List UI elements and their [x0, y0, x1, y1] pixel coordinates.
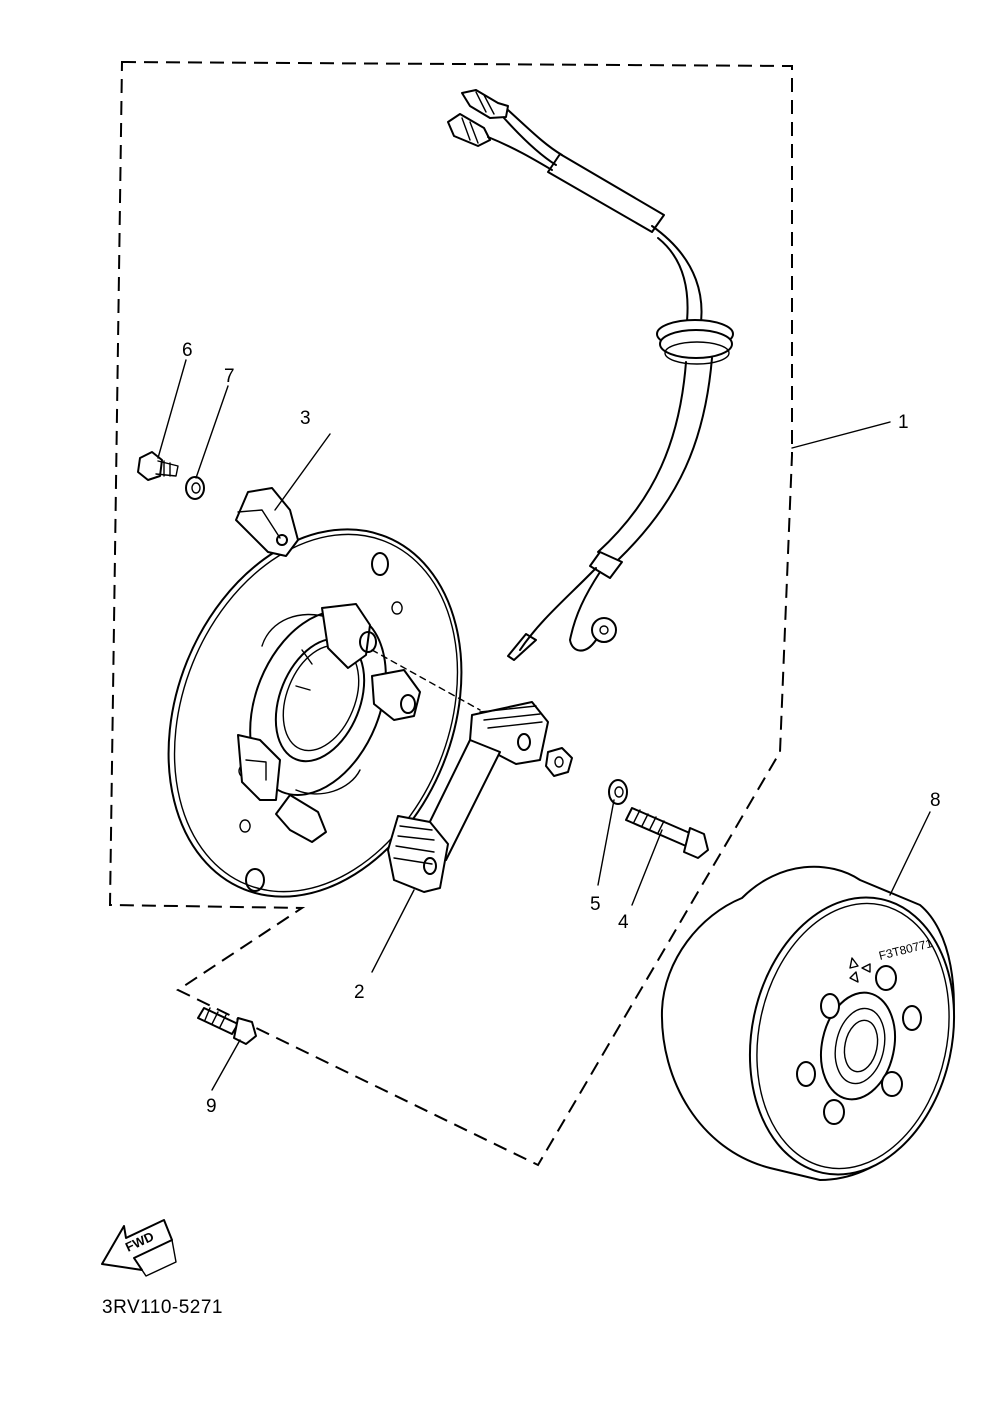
- callout-9: 9: [206, 1096, 217, 1117]
- screw-6: [137, 451, 179, 481]
- callout-3: 3: [300, 408, 311, 429]
- stator-plate: [167, 528, 481, 898]
- callout-1: 1: [898, 412, 909, 433]
- diagram-code: 3RV110-5271: [102, 1297, 223, 1318]
- washer-5: [608, 779, 628, 805]
- callout-6: 6: [182, 340, 193, 361]
- callout-2: 2: [354, 982, 365, 1003]
- callout-7: 7: [224, 366, 235, 387]
- callout-4: 4: [618, 912, 629, 933]
- washer-7: [185, 476, 205, 500]
- nut: [545, 747, 573, 777]
- assembly-boundary: [108, 60, 793, 1167]
- callout-5: 5: [590, 894, 601, 915]
- rotor-flywheel: F3T80771: [660, 865, 956, 1181]
- bolt-4: [625, 807, 709, 859]
- screw-9: [197, 1007, 257, 1045]
- pickup-coil: [387, 701, 549, 893]
- callout-8: 8: [930, 790, 941, 811]
- fwd-arrow: FWD: [101, 1219, 177, 1277]
- wire-harness: [447, 89, 734, 661]
- bracket: [235, 487, 299, 557]
- leader-lines: [157, 359, 931, 1091]
